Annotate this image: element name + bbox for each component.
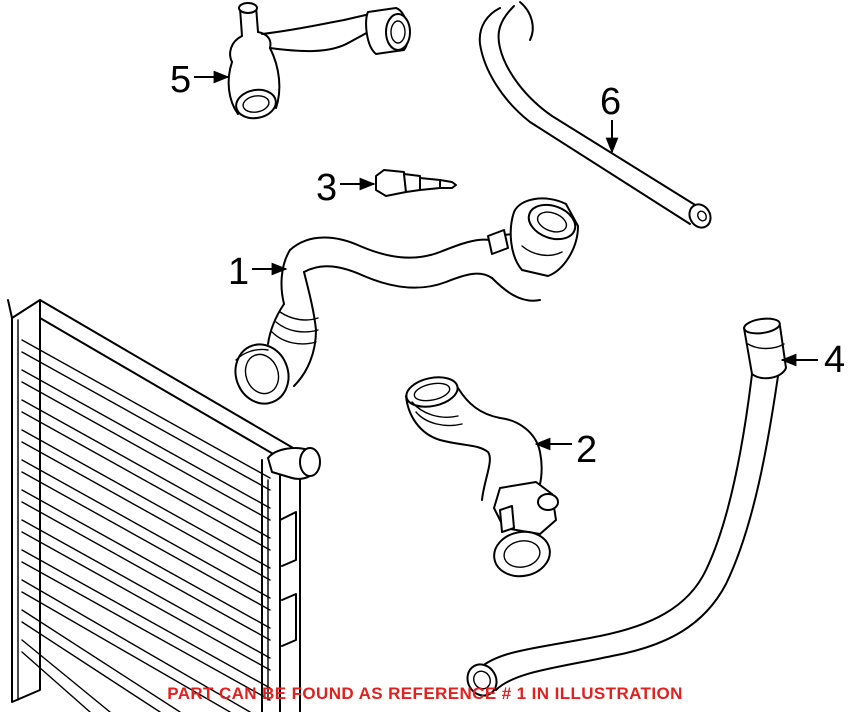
callout-4: 4 <box>780 339 845 381</box>
callout-3: 3 <box>316 167 376 209</box>
callout-6: 6 <box>600 81 621 154</box>
reference-note: PART CAN BE FOUND AS REFERENCE # 1 IN IL… <box>167 684 683 703</box>
callout-2-label: 2 <box>576 429 597 471</box>
hose-part-4 <box>466 317 787 697</box>
radiator <box>7 299 321 712</box>
hose-part-2 <box>405 376 559 578</box>
callout-5: 5 <box>170 59 230 101</box>
hose-part-1 <box>234 197 579 405</box>
hose-part-5 <box>227 2 411 120</box>
hose-part-6 <box>478 1 712 229</box>
callout-3-label: 3 <box>316 167 337 209</box>
callout-2: 2 <box>534 429 597 471</box>
temperature-sensor-part-3 <box>375 169 457 197</box>
callout-4-label: 4 <box>824 339 845 381</box>
callout-5-label: 5 <box>170 59 191 101</box>
callout-6-label: 6 <box>600 81 621 123</box>
callout-1: 1 <box>228 251 288 293</box>
callout-1-label: 1 <box>228 251 249 293</box>
